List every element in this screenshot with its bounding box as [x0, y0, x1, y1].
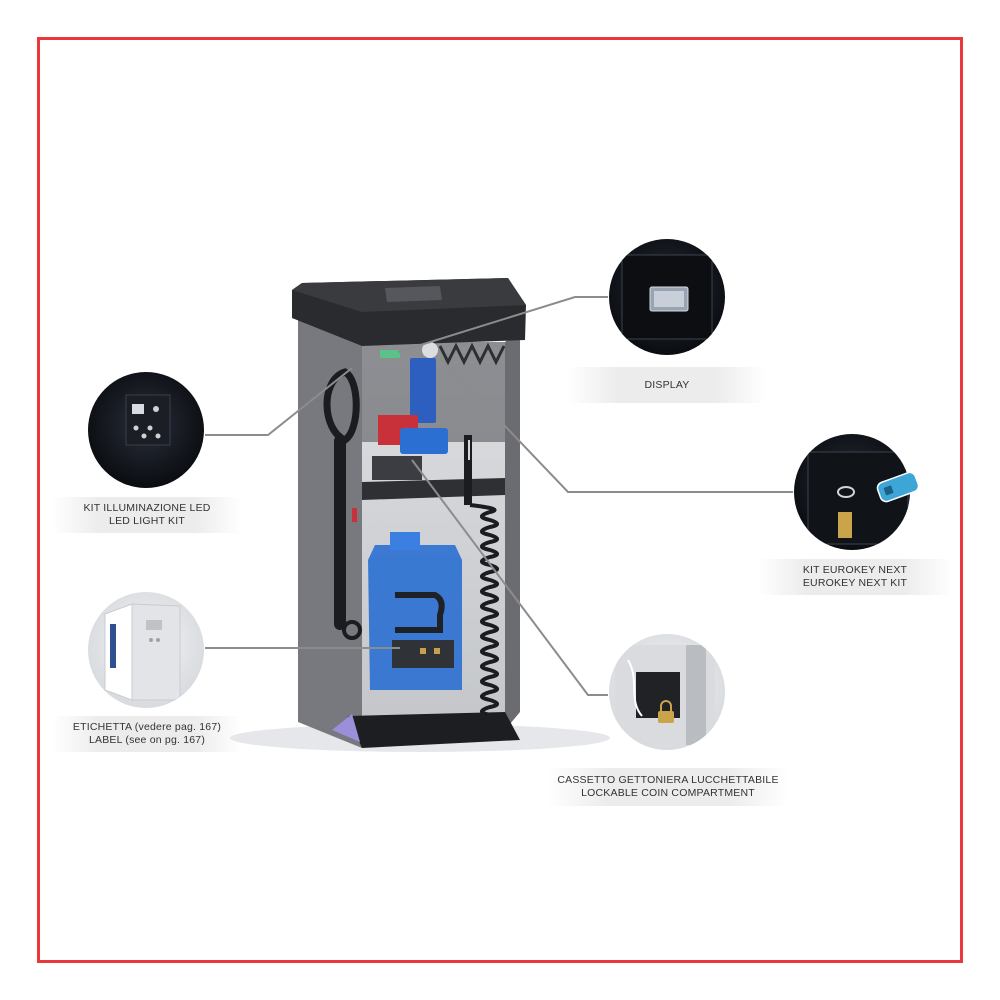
led-callout-circle: [88, 372, 204, 488]
eurokey-label: KIT EUROKEY NEXT EUROKEY NEXT KIT: [758, 559, 952, 595]
display-label: DISPLAY: [568, 367, 766, 403]
led-strip: [380, 350, 400, 358]
leader-line-led: [205, 367, 353, 436]
label-note-it: ETICHETTA (vedere pag. 167): [72, 721, 222, 733]
component-valve: [410, 358, 436, 423]
led-kit-label-it: KIT ILLUMINAZIONE LED: [83, 502, 211, 514]
eurokey-label-it: KIT EUROKEY NEXT: [802, 564, 908, 576]
component-dark-block: [372, 456, 422, 480]
nozzle-handle: [464, 435, 472, 505]
blue-tank: [368, 545, 462, 690]
label-note: ETICHETTA (vedere pag. 167) LABEL (see o…: [52, 716, 242, 752]
component-blue-block: [400, 428, 448, 454]
display-callout-circle: [609, 239, 725, 355]
led-panel-icon: [125, 394, 171, 446]
cabinet-right-panel: [505, 330, 520, 730]
top-bracket: [438, 342, 506, 366]
coin-callout-circle: [609, 634, 725, 750]
label-sticker-icon: [104, 603, 133, 701]
tank-pipe: [395, 592, 445, 633]
coin-compartment-label-it: CASSETTO GETTONIERA LUCCHETTABILE: [557, 774, 779, 786]
eurokey-label-en: EUROKEY NEXT KIT: [802, 577, 908, 589]
key-fob-icon: [876, 471, 920, 503]
coiled-hose: [469, 503, 499, 717]
label-stripe: [110, 624, 116, 668]
side-hose: [334, 435, 346, 630]
cabinet-left-panel: [298, 318, 362, 748]
leader-line-eurokey: [439, 357, 793, 493]
coin-box-lock: [420, 648, 426, 654]
label-note-en: LABEL (see on pg. 167): [88, 734, 206, 746]
cabinet-base: [348, 712, 520, 748]
led-kit-label-en: LED LIGHT KIT: [109, 515, 185, 527]
leader-lines: [205, 296, 793, 696]
label-callout-circle: [88, 592, 204, 708]
coiled-hose-path: [469, 503, 499, 717]
side-hose-end: [342, 620, 362, 640]
display-spot: [422, 342, 438, 358]
leader-line-coin: [411, 459, 608, 696]
tank-cap: [390, 532, 420, 550]
base-corner-reflection: [332, 714, 360, 742]
leader-line-display: [397, 296, 608, 353]
padlock-icon: [658, 700, 674, 723]
side-hose-clip: [352, 508, 357, 522]
coin-compartment-label-en: LOCKABLE COIN COMPARTMENT: [581, 787, 755, 799]
coin-box-lock-2: [434, 648, 440, 654]
roof-vent: [385, 286, 442, 302]
nozzle-grip: [468, 440, 470, 460]
eurokey-callout-circle: [794, 434, 920, 550]
led-kit-label: KIT ILLUMINAZIONE LED LED LIGHT KIT: [52, 497, 242, 533]
red-frame: [37, 37, 963, 963]
coin-compartment-label: CASSETTO GETTONIERA LUCCHETTABILE LOCKAB…: [548, 768, 788, 806]
led-panel-window: [132, 404, 144, 414]
display-label-text: DISPLAY: [644, 378, 690, 391]
